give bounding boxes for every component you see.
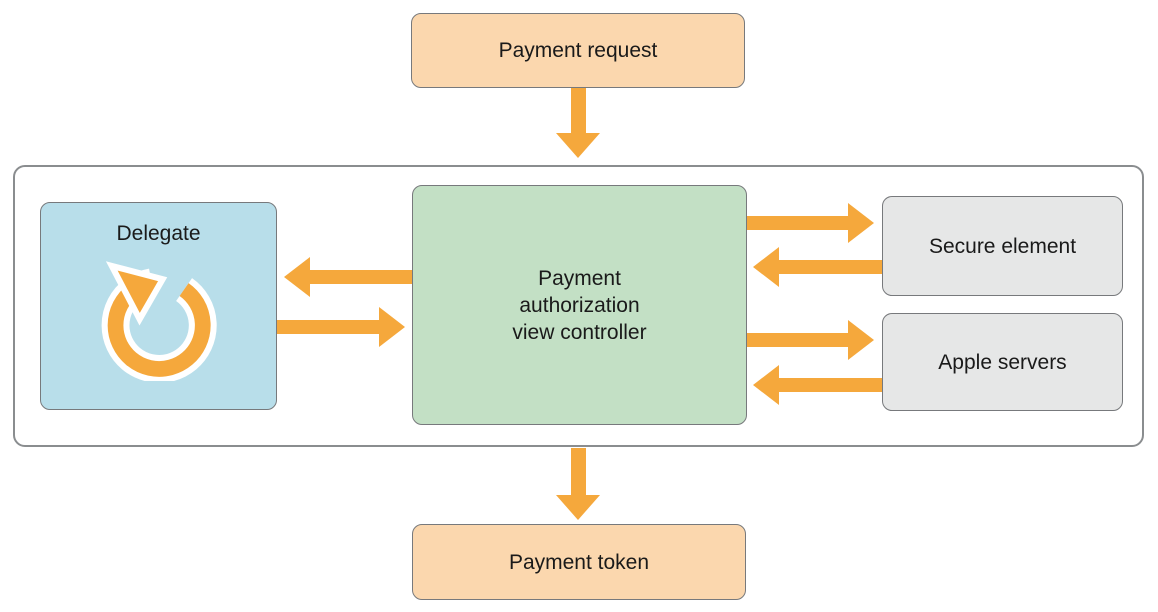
arrow-left-head xyxy=(753,247,779,287)
controller-label-line2: authorization xyxy=(519,293,640,317)
arrow-controller-to-payment-token xyxy=(556,448,600,520)
node-delegate: Delegate xyxy=(40,202,277,410)
node-apple-servers: Apple servers xyxy=(882,313,1123,411)
arrow-delegate-to-controller xyxy=(277,307,405,347)
apple-servers-label: Apple servers xyxy=(938,350,1067,374)
arrow-down-head xyxy=(556,133,600,158)
controller-label-line1: Payment xyxy=(538,266,621,290)
arrow-shaft xyxy=(570,88,586,133)
arrow-right-head xyxy=(379,307,405,347)
node-payment-request: Payment request xyxy=(411,13,745,88)
arrow-right-head xyxy=(848,320,874,360)
controller-label-line3: view controller xyxy=(512,320,647,344)
arrow-shaft xyxy=(310,270,412,284)
arrow-right-head xyxy=(848,203,874,243)
arrow-shaft xyxy=(747,216,848,230)
arrow-payment-request-to-controller xyxy=(556,88,600,158)
payment-request-label: Payment request xyxy=(498,39,658,62)
secure-element-label: Secure element xyxy=(928,234,1077,258)
controller-label: Payment authorization view controller xyxy=(512,265,646,346)
node-secure-element: Secure element xyxy=(882,196,1123,296)
arrow-down-head xyxy=(556,495,600,520)
arrow-controller-to-apple-servers xyxy=(747,320,874,360)
arrow-controller-to-secure-element xyxy=(747,203,874,243)
arrow-shaft xyxy=(779,378,882,392)
node-payment-authorization-view-controller: Payment authorization view controller xyxy=(412,185,747,425)
delegate-label: Delegate xyxy=(116,222,201,245)
arrow-shaft xyxy=(277,320,379,334)
node-payment-token: Payment token xyxy=(412,524,746,600)
arrow-apple-servers-to-controller xyxy=(753,365,882,405)
arrow-shaft xyxy=(779,260,882,274)
arrow-shaft xyxy=(570,448,586,495)
payment-token-label: Payment token xyxy=(508,550,650,574)
loop-arrow-icon xyxy=(101,261,217,381)
arrow-left-head xyxy=(284,257,310,297)
arrow-controller-to-delegate xyxy=(284,257,412,297)
arrow-left-head xyxy=(753,365,779,405)
arrow-shaft xyxy=(747,333,848,347)
process-container xyxy=(13,165,1144,447)
arrow-secure-element-to-controller xyxy=(753,247,882,287)
